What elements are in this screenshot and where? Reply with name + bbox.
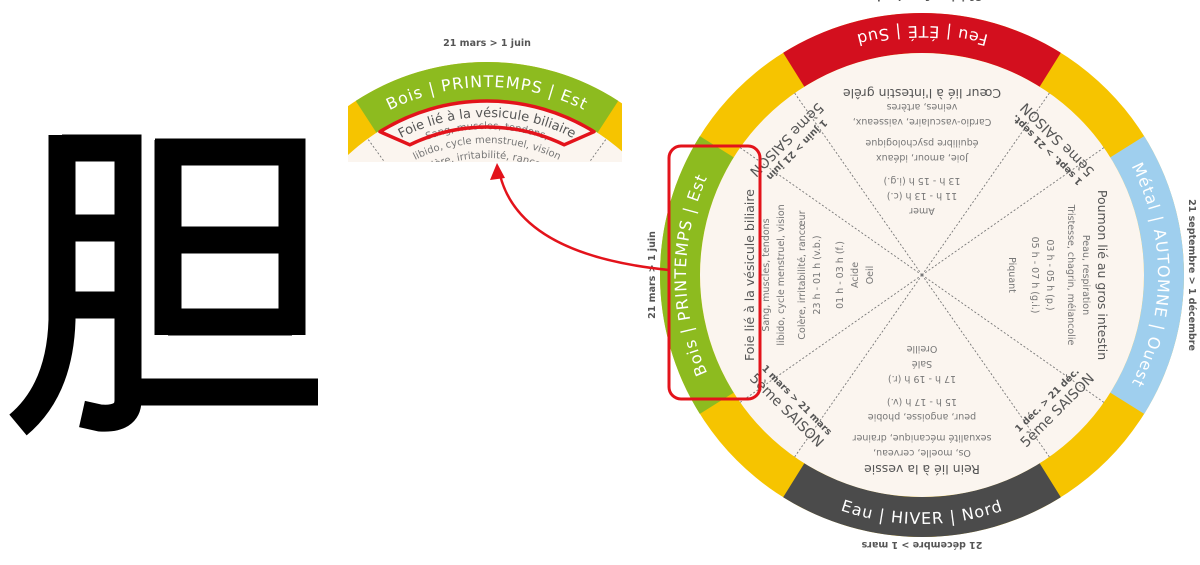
detail-line: 23 h - 01 h (v.b.) [812,235,823,314]
sector-fire: 21 juin > 1 septembreCœur lié à l'intest… [843,0,1001,216]
detail-line: Amer [909,205,935,216]
band-fire [783,13,1061,87]
sector-divider [794,274,923,458]
sector-water: 21 décembre > 1 mars Rein lié à la vessie… [852,343,991,550]
inset-zoom: 21 mars > 1 juin Bois | PRINTEMPS | Est … [348,38,622,162]
sector-wood: 21 mars > 1 juin Foie lié à la vésicule b… [647,189,876,361]
detail-line: Tristesse, chagrin, mélancolie [1065,204,1076,346]
band-metal [1110,136,1184,414]
inset-inner-disc [348,100,622,162]
detail-line: 13 h - 15 h (i.g.) [884,175,961,186]
detail-line: 05 h - 07 h (g.i.) [1029,237,1040,314]
sector-divider [739,147,923,276]
detail-line: Cardio-vasculaire, vaisseaux, [853,116,992,127]
organ-label-metal: Poumon lié au gros intestin [1095,190,1110,360]
detail-line: Piquant [1006,257,1017,293]
outer-date-fire: 21 juin > 1 septembre [863,0,982,2]
sector-divider [921,274,1050,458]
band-wood [659,136,734,414]
organ-label-wood: Foie lié à la vésicule biliaire [742,189,757,361]
outer-date-wood: 21 mars > 1 juin [647,231,658,319]
sector-divider [739,274,923,403]
organ-label-fire: Cœur lié à l'intestin grêle [843,86,1001,101]
sector-divider [921,92,1050,276]
detail-line: Os, moelle, cerveau, [873,447,971,458]
detail-line: sexualité mécanique, drainer [852,432,991,443]
detail-line: Sang, muscles, tendons [761,218,772,331]
detail-line: 11 h - 13 h (c.) [887,190,957,201]
detail-line: veines, artères [887,101,958,112]
detail-line: 15 h - 17 h (v.) [887,396,957,407]
detail-line: Colère, irritabilité, rancœur [797,210,808,339]
sector-divider [921,274,1105,403]
detail-line: équilibre psychologique [865,137,978,148]
detail-line: Joie, amour, idéaux [876,152,969,163]
outer-date-metal: 21 septembre > 1 décembre [1186,199,1197,351]
sector-divider [921,147,1105,276]
detail-line: Acide [850,262,861,288]
arrow-head-icon [490,163,505,180]
detail-line: 01 h - 03 h (f.) [835,241,846,309]
detail-line: peur, angoisse, phobie [868,411,976,422]
arrow-line [498,174,670,272]
detail-line: Oeil [865,266,876,285]
sector-divider [794,92,923,276]
five-elements-wheel [659,13,1184,537]
detail-line: libido, cycle menstruel, vision [776,204,787,345]
detail-line: 17 h - 19 h (r.) [888,373,956,384]
band-water [783,463,1061,537]
detail-line: 03 h - 05 h (p.) [1044,239,1055,310]
inset-sector-divider [588,138,607,162]
outer-date-water: 21 décembre > 1 mars [861,539,982,550]
inset-date-label: 21 mars > 1 juin [443,38,531,49]
highlight-box [667,144,762,401]
organ-label-water: Rein lié à la vessie [864,462,980,477]
detail-line: Peau, respiration [1080,235,1091,315]
detail-line: Salé [912,358,932,369]
detail-line: Oreille [906,343,937,354]
inset-band-wood [355,61,619,133]
inset-highlight-outline [378,99,596,147]
inset-sector-divider [367,138,386,162]
sector-metal: 21 septembre > 1 décembre Poumon lié au g… [1006,190,1197,360]
chinese-character-dan [9,134,318,436]
